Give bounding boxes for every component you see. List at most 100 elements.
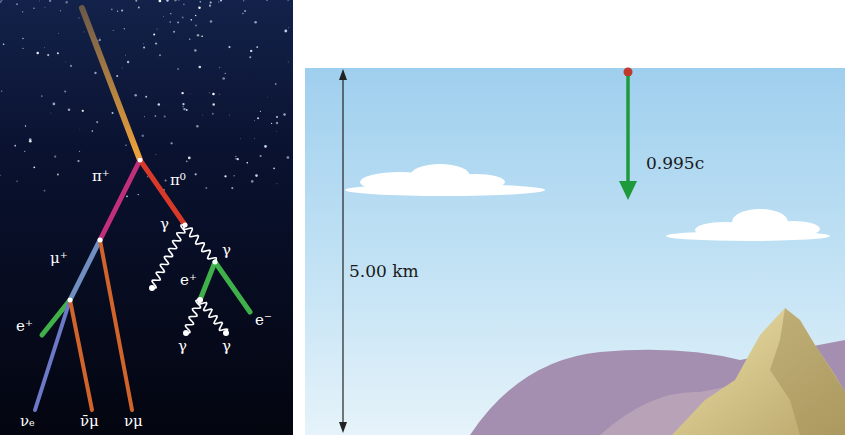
star — [125, 145, 126, 146]
star — [266, 96, 268, 98]
star — [219, 67, 221, 69]
star — [177, 21, 179, 23]
cloud — [345, 164, 545, 196]
star — [183, 4, 185, 6]
star — [266, 0, 267, 1]
star — [183, 106, 184, 107]
star — [235, 158, 236, 159]
star — [22, 48, 23, 49]
star — [181, 92, 183, 94]
star — [199, 1, 201, 3]
star — [111, 112, 113, 114]
star — [198, 6, 201, 9]
vertex-dot — [183, 223, 188, 228]
cloud-part — [764, 221, 820, 237]
star — [22, 11, 23, 12]
star — [276, 116, 278, 118]
photon-line — [199, 300, 228, 333]
particle-label: ν̄μ — [80, 413, 99, 430]
star — [57, 52, 59, 54]
star — [246, 162, 248, 164]
particle-label: e⁺ — [16, 318, 33, 335]
star — [57, 173, 59, 175]
star — [273, 167, 275, 169]
star — [16, 181, 17, 182]
muon-neutrino-track — [100, 240, 132, 410]
star — [177, 68, 179, 70]
star — [1, 90, 2, 91]
star — [195, 15, 196, 16]
star — [113, 30, 114, 31]
star — [182, 17, 184, 19]
star — [276, 130, 278, 132]
star — [288, 27, 290, 29]
photon-line — [184, 225, 217, 262]
star — [228, 46, 230, 48]
star — [287, 156, 290, 159]
star — [255, 174, 258, 177]
star — [186, 161, 188, 163]
electron-track — [215, 262, 250, 312]
cloud-part — [695, 222, 755, 238]
star — [186, 109, 188, 111]
star — [70, 65, 72, 67]
star — [201, 35, 203, 37]
star — [50, 112, 51, 113]
star — [0, 1, 2, 3]
star — [189, 39, 190, 40]
electron-neutrino-track — [35, 300, 70, 410]
star — [209, 92, 210, 93]
star — [58, 32, 60, 34]
star — [78, 17, 79, 18]
particle-label: μ⁺ — [50, 250, 68, 267]
star — [198, 66, 201, 69]
space-background — [0, 0, 293, 435]
star — [68, 109, 71, 112]
star — [201, 114, 203, 116]
star — [183, 108, 185, 110]
dimension-label: 5.00 km — [349, 262, 419, 282]
star — [147, 176, 148, 177]
primary-track — [82, 8, 140, 160]
vertex-dot — [183, 330, 189, 336]
star — [173, 31, 175, 33]
star — [242, 13, 243, 14]
star — [99, 37, 100, 38]
velocity-arrow-shaft — [626, 76, 630, 184]
mountain-shadow — [770, 308, 845, 435]
particle-label: e⁺ — [180, 272, 197, 289]
star — [121, 9, 123, 11]
star — [64, 91, 66, 93]
star — [166, 0, 168, 2]
star — [212, 103, 214, 105]
star — [155, 42, 157, 44]
star — [236, 158, 238, 160]
star — [157, 28, 158, 29]
star — [94, 72, 96, 74]
star — [117, 11, 118, 12]
particle-label: νₑ — [20, 413, 35, 430]
star — [144, 116, 146, 118]
star — [14, 145, 16, 147]
star — [79, 128, 81, 130]
star — [41, 95, 43, 97]
star — [38, 0, 40, 2]
star — [264, 145, 267, 148]
star — [77, 160, 79, 162]
star — [36, 52, 38, 54]
star — [155, 115, 157, 117]
star — [224, 175, 226, 177]
star — [254, 21, 257, 24]
star — [124, 28, 125, 29]
star — [195, 173, 197, 175]
star — [143, 43, 144, 44]
particle-label: νμ — [124, 413, 143, 430]
star — [96, 121, 98, 123]
star — [251, 180, 254, 183]
star — [250, 50, 252, 52]
star — [218, 1, 220, 3]
particle-label: γ — [178, 338, 187, 355]
star — [49, 0, 51, 2]
star — [127, 61, 129, 63]
